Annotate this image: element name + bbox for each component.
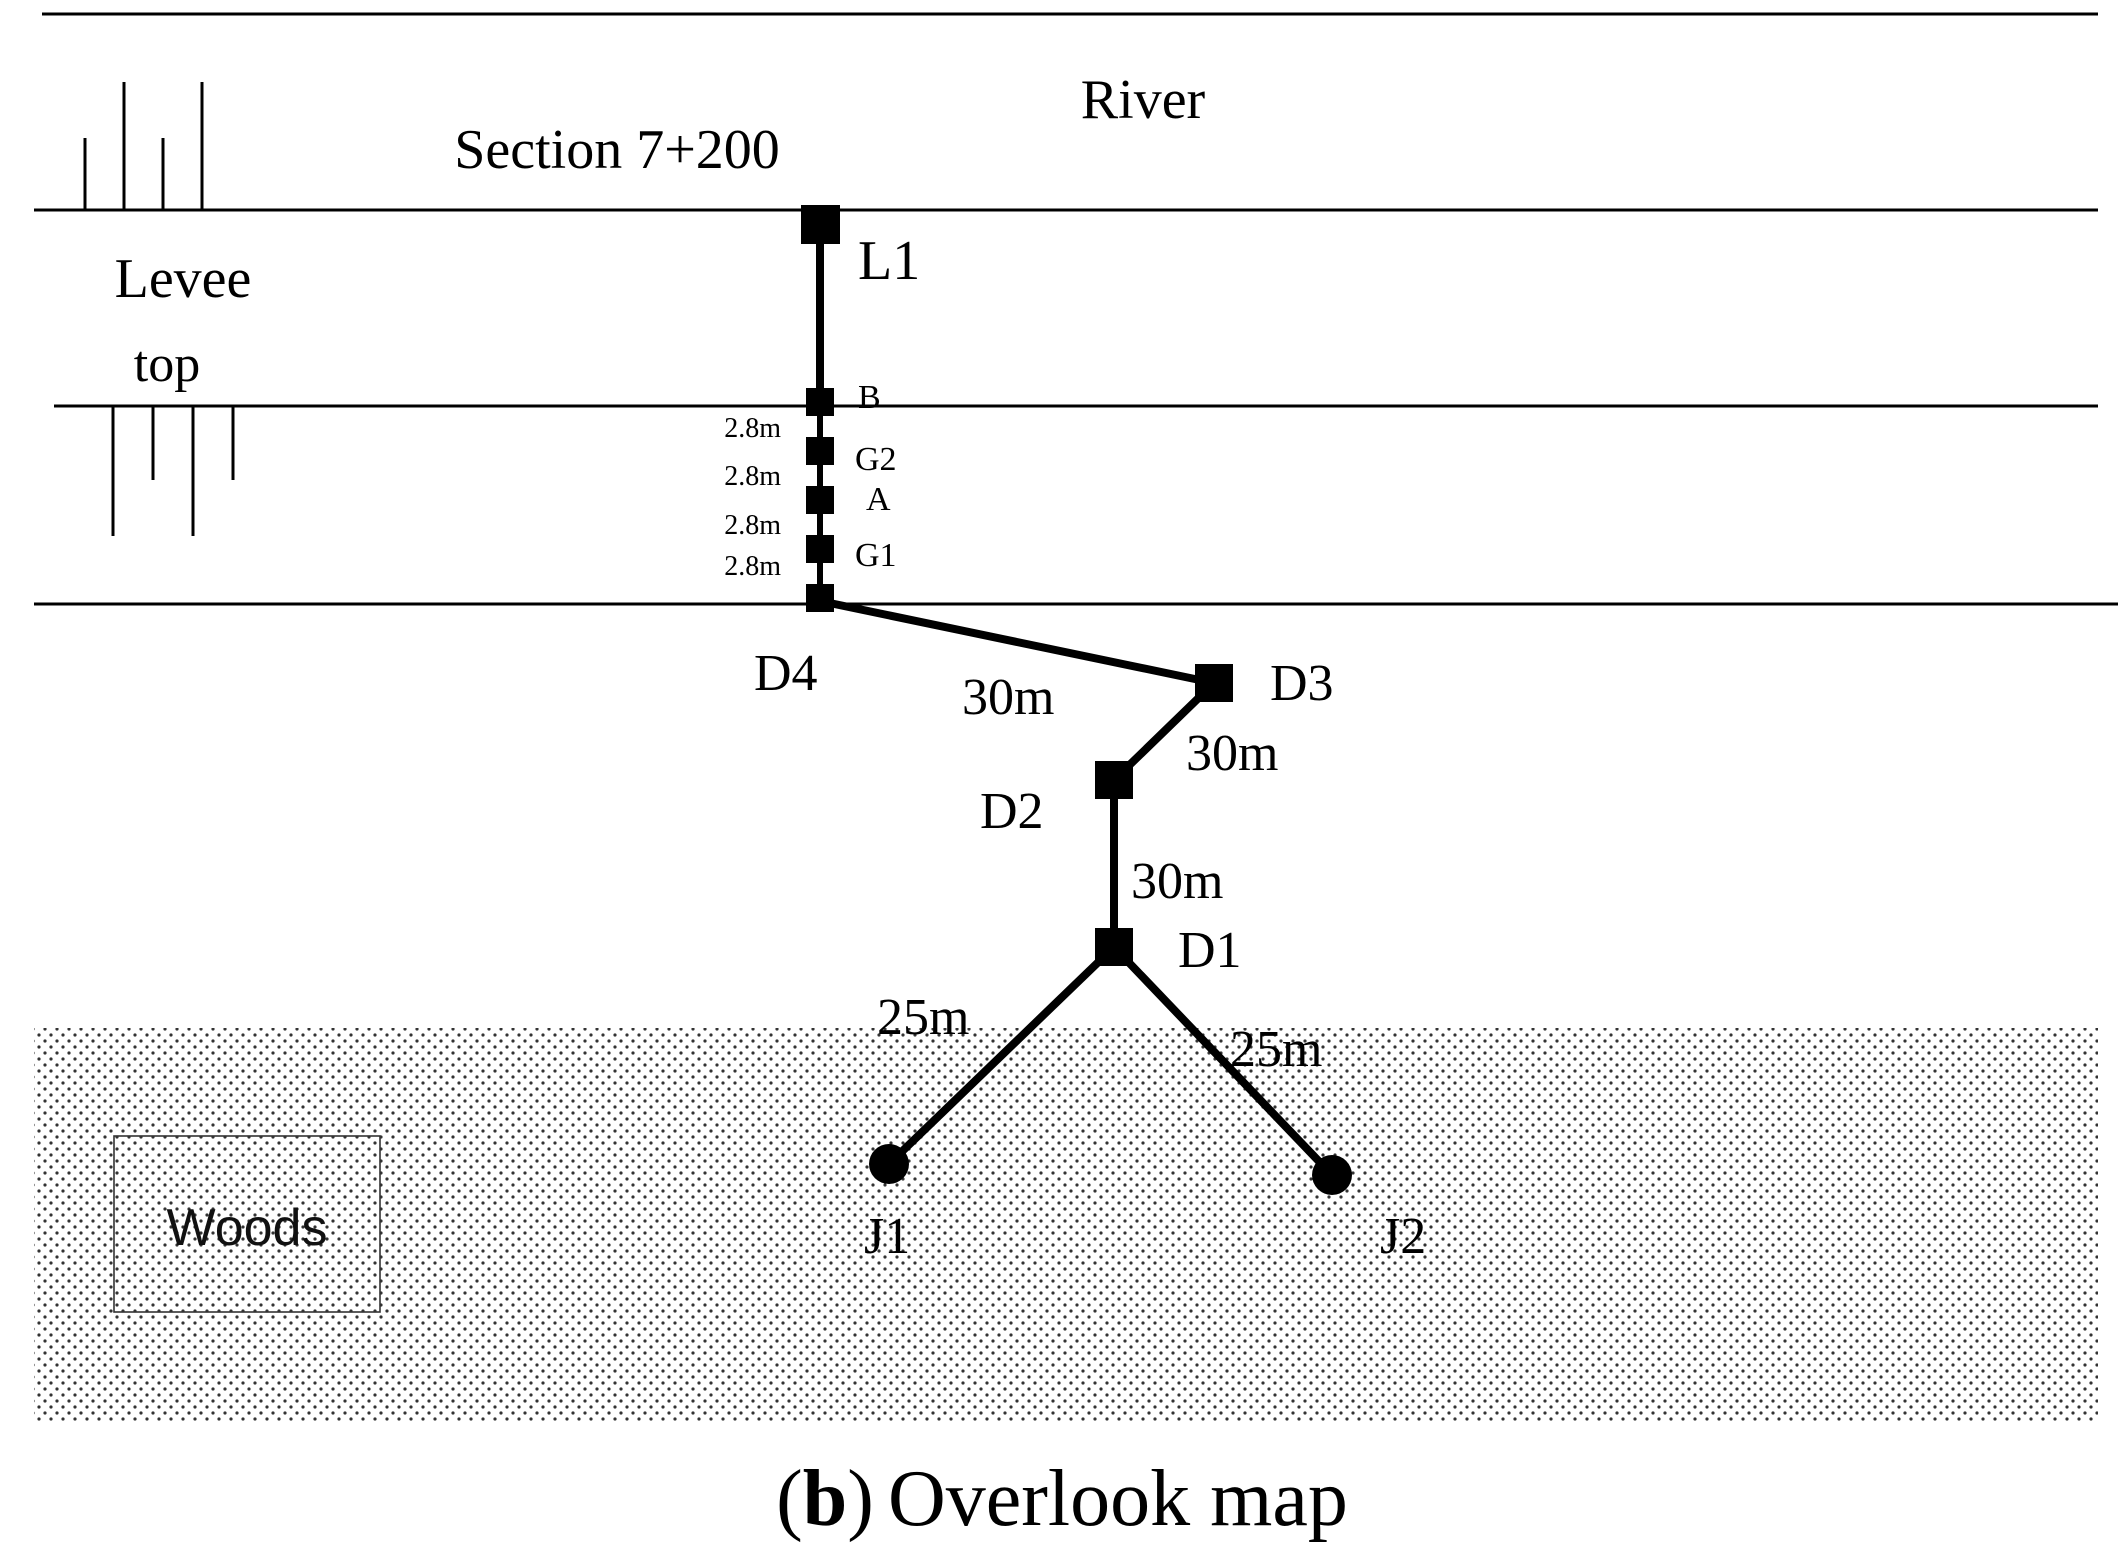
node-j1-marker [869, 1144, 909, 1184]
line-d1-j2 [1110, 943, 1336, 1179]
node-d1-marker [1095, 928, 1133, 966]
woods-label: Woods [167, 1199, 328, 1257]
caption-text: Overlook map [888, 1455, 1348, 1543]
node-j1-label: J1 [864, 1208, 910, 1265]
levee-slope-ticks [111, 406, 235, 536]
section-label: Section 7+200 [454, 119, 780, 181]
monitoring-nodes [801, 205, 1352, 1195]
levee-top-label: top [134, 336, 200, 393]
node-g1-label: G1 [855, 537, 897, 574]
distance-d1-j1: 25m [877, 989, 969, 1046]
caption-open-paren: ( [776, 1455, 803, 1543]
node-d4-marker [806, 584, 834, 612]
node-d1-label: D1 [1178, 922, 1242, 979]
node-j2-label: J2 [1380, 1208, 1426, 1265]
line-d4-d3 [816, 597, 1218, 687]
distance-a-g1: 2.8m [724, 510, 781, 541]
node-b-label: B [858, 379, 881, 416]
caption-letter: b [803, 1455, 848, 1543]
node-g2-label: G2 [855, 441, 897, 478]
node-d2-label: D2 [980, 783, 1044, 840]
distance-g1-d4: 2.8m [724, 551, 781, 582]
levee-label: Levee [115, 248, 252, 310]
caption-close-paren: ) [847, 1455, 874, 1543]
node-l1-label: L1 [858, 230, 920, 292]
node-d3-label: D3 [1270, 655, 1334, 712]
woods-label-box [113, 1135, 381, 1313]
distance-d3-d2: 30m [1186, 725, 1278, 782]
node-d3-marker [1195, 664, 1233, 702]
distance-g2-a: 2.8m [724, 461, 781, 492]
node-g2-marker [806, 437, 834, 465]
node-a-marker [806, 486, 834, 514]
node-a-label: A [866, 481, 891, 518]
distance-d2-d1: 30m [1131, 853, 1223, 910]
distance-b-g2: 2.8m [724, 413, 781, 444]
woods-area [34, 1028, 2098, 1421]
node-j2-marker [1312, 1155, 1352, 1195]
node-d2-marker [1095, 761, 1133, 799]
node-g1-marker [806, 535, 834, 563]
figure-caption: (b)Overlook map [776, 1455, 1348, 1543]
node-l1-marker [801, 205, 840, 244]
distance-d4-d3: 30m [962, 669, 1054, 726]
distance-d1-j2: 25m [1230, 1021, 1322, 1078]
node-d4-label: D4 [754, 645, 818, 702]
river-label: River [1081, 69, 1206, 131]
line-d1-j1 [885, 943, 1118, 1168]
node-b-marker [806, 388, 834, 416]
river-bank-ticks [83, 82, 204, 210]
